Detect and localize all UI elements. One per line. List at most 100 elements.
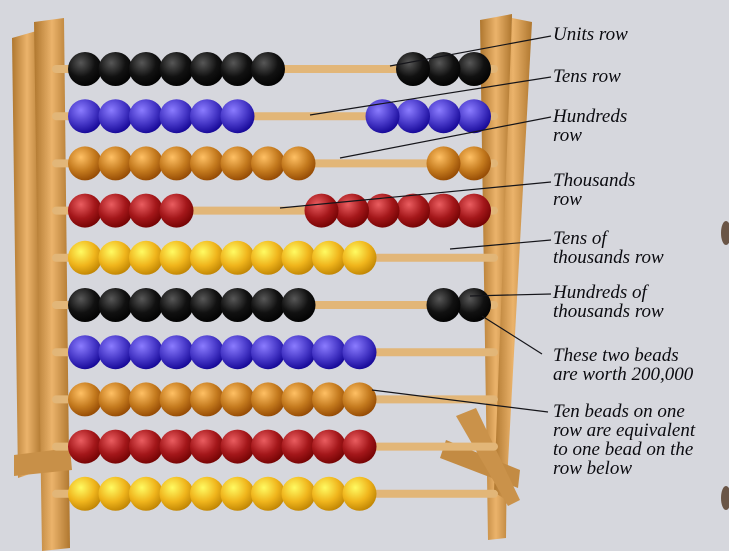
bead <box>221 146 255 180</box>
bead <box>221 430 255 464</box>
bead <box>251 430 285 464</box>
bead <box>343 335 377 369</box>
bead <box>396 99 430 133</box>
label-line: These two beads <box>553 346 693 365</box>
label-units-row: Units row <box>553 25 628 44</box>
bead <box>221 52 255 86</box>
bead <box>251 382 285 416</box>
label-line: row <box>553 126 627 145</box>
bead <box>343 241 377 275</box>
bead <box>366 99 400 133</box>
bead <box>221 99 255 133</box>
label-hundreds-row: Hundreds row <box>553 107 627 145</box>
bead <box>160 241 194 275</box>
bead <box>160 288 194 322</box>
bead <box>99 99 133 133</box>
label-thousands-row: Thousands row <box>553 171 635 209</box>
bead <box>427 194 461 228</box>
bead <box>427 99 461 133</box>
edge-detail <box>721 486 729 510</box>
bead <box>457 52 491 86</box>
label-line: Units row <box>553 25 628 44</box>
label-line: to one bead on the <box>553 440 695 459</box>
label-line: Hundreds <box>553 107 627 126</box>
bead <box>343 430 377 464</box>
bead <box>68 99 102 133</box>
bead <box>160 99 194 133</box>
bead <box>190 99 224 133</box>
bead <box>312 477 346 511</box>
bead <box>190 288 224 322</box>
bead <box>190 241 224 275</box>
bead <box>68 241 102 275</box>
bead <box>129 146 163 180</box>
bead <box>68 52 102 86</box>
bead <box>457 146 491 180</box>
bead <box>396 194 430 228</box>
bead <box>68 477 102 511</box>
bead <box>221 288 255 322</box>
label-line: Hundreds of <box>553 283 664 302</box>
bead <box>282 146 316 180</box>
bead <box>251 146 285 180</box>
bead <box>251 477 285 511</box>
bead <box>312 335 346 369</box>
bead <box>160 382 194 416</box>
bead <box>221 335 255 369</box>
bead <box>160 146 194 180</box>
bead <box>312 241 346 275</box>
bead <box>282 288 316 322</box>
bead <box>99 477 133 511</box>
bead <box>99 194 133 228</box>
bead <box>221 477 255 511</box>
bead <box>251 335 285 369</box>
bead <box>190 430 224 464</box>
label-hundreds-of-thousands-row: Hundreds of thousands row <box>553 283 664 321</box>
bead <box>457 194 491 228</box>
bead <box>99 382 133 416</box>
bead <box>282 477 316 511</box>
label-line: row below <box>553 459 695 478</box>
bead <box>160 335 194 369</box>
bead <box>251 288 285 322</box>
bead <box>160 430 194 464</box>
label-line: row are equivalent <box>553 421 695 440</box>
bead <box>282 335 316 369</box>
label-tens-row: Tens row <box>553 67 621 86</box>
bead <box>396 52 430 86</box>
label-line: Tens of <box>553 229 664 248</box>
bead <box>343 382 377 416</box>
label-two-beads: These two beads are worth 200,000 <box>553 346 693 384</box>
bead <box>99 335 133 369</box>
bead <box>190 335 224 369</box>
bead <box>190 52 224 86</box>
label-ten-beads: Ten beads on one row are equivalent to o… <box>553 402 695 478</box>
bead <box>99 430 133 464</box>
bead <box>99 288 133 322</box>
bead <box>427 52 461 86</box>
bead <box>129 194 163 228</box>
bead <box>221 241 255 275</box>
bead <box>68 382 102 416</box>
bead <box>68 335 102 369</box>
bead <box>312 382 346 416</box>
bead <box>99 52 133 86</box>
bead <box>221 382 255 416</box>
bead <box>129 477 163 511</box>
bead <box>343 477 377 511</box>
label-line: Thousands <box>553 171 635 190</box>
bead <box>99 146 133 180</box>
bead <box>160 477 194 511</box>
label-line: are worth 200,000 <box>553 365 693 384</box>
bead <box>129 241 163 275</box>
bead <box>457 99 491 133</box>
bead <box>129 382 163 416</box>
bead <box>190 477 224 511</box>
bead <box>427 146 461 180</box>
bead <box>68 430 102 464</box>
bead <box>312 430 346 464</box>
bead <box>190 146 224 180</box>
bead <box>190 382 224 416</box>
bead <box>160 194 194 228</box>
